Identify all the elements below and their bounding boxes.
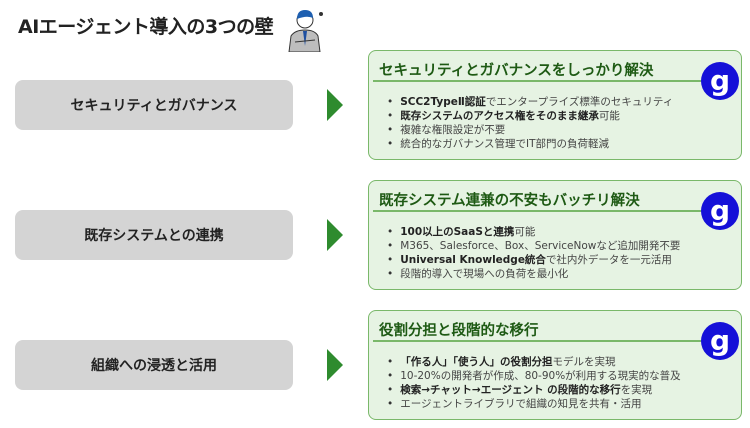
bullet-text: 10-20%の開発者が作成、80-90%が利用する現実的な普及 (400, 370, 681, 382)
bullet-text: エージェントライブラリで組織の知見を共有・活用 (400, 398, 642, 410)
businessman-illustration-icon (288, 10, 323, 52)
page-title: AIエージェント導入の3つの壁 (18, 16, 274, 38)
bullet-item: M365、Salesforce、Box、ServiceNowなど追加開発不要 (387, 239, 680, 253)
solution-bullets: 100以上のSaaSと連携可能M365、Salesforce、Box、Servi… (387, 225, 680, 281)
bullet-text: 複雑な権限設定が不要 (400, 124, 506, 136)
heading-divider (373, 80, 701, 82)
bullet-text: で社内外データを一元活用 (545, 254, 672, 266)
bullet-item: 段階的導入で現場への負荷を最小化 (387, 267, 680, 281)
solution-heading: 既存システム連兼の不安もバッチリ解決 (379, 193, 640, 209)
bullet-text: Universal Knowledge統合 (400, 254, 546, 266)
heading-divider (373, 340, 701, 342)
bullet-text: でエンタープライズ標準のセキュリティ (485, 96, 674, 108)
solution-card: 役割分担と段階的な移行 g 「作る人」「使う人」の役割分担モデルを実現10-20… (368, 310, 742, 420)
challenge-label: 既存システムとの連携 (84, 228, 224, 244)
bullet-item: 統合的なガバナンス管理でIT部門の負荷軽減 (387, 137, 673, 151)
brand-logo-icon: g (701, 62, 739, 100)
bullet-item: エージェントライブラリで組織の知見を共有・活用 (387, 397, 681, 411)
bullet-text: SCC2TypeⅡ認証 (400, 96, 486, 108)
arrow-right-icon (327, 89, 343, 121)
bullet-item: 既存システムのアクセス権をそのまま継承可能 (387, 109, 673, 123)
heading-divider (373, 210, 701, 212)
solution-heading: セキュリティとガバナンスをしっかり解決 (379, 63, 654, 79)
arrow-right-icon (327, 219, 343, 251)
challenge-label: 組織への浸透と活用 (91, 358, 217, 374)
challenge-label: セキュリティとガバナンス (70, 98, 238, 114)
solution-bullets: 「作る人」「使う人」の役割分担モデルを実現10-20%の開発者が作成、80-90… (387, 355, 681, 411)
bullet-item: 複雑な権限設定が不要 (387, 123, 673, 137)
challenge-box: 組織への浸透と活用 (15, 340, 293, 390)
bullet-text: を実現 (620, 384, 653, 396)
challenge-box: セキュリティとガバナンス (15, 80, 293, 130)
bullet-item: 10-20%の開発者が作成、80-90%が利用する現実的な普及 (387, 369, 681, 383)
bullet-text: モデルを実現 (552, 356, 616, 368)
bullet-text: 「作る人」「使う人」の役割分担 (400, 356, 553, 368)
solution-heading: 役割分担と段階的な移行 (379, 323, 539, 339)
bullet-text: 既存システムのアクセス権をそのまま継承 (400, 110, 599, 122)
solution-bullets: SCC2TypeⅡ認証でエンタープライズ標準のセキュリティ既存システムのアクセス… (387, 95, 673, 151)
bullet-text: 段階的導入で現場への負荷を最小化 (400, 268, 569, 280)
bullet-item: 「作る人」「使う人」の役割分担モデルを実現 (387, 355, 681, 369)
bullet-text: 検索→チャット→エージェント の段階的な移行 (400, 384, 621, 396)
brand-logo-icon: g (701, 322, 739, 360)
challenge-box: 既存システムとの連携 (15, 210, 293, 260)
brand-logo-icon: g (701, 192, 739, 230)
bullet-text: 可能 (514, 226, 536, 238)
bullet-item: Universal Knowledge統合で社内外データを一元活用 (387, 253, 680, 267)
bullet-text: 統合的なガバナンス管理でIT部門の負荷軽減 (400, 138, 610, 150)
bullet-text: 可能 (598, 110, 620, 122)
solution-card: セキュリティとガバナンスをしっかり解決 g SCC2TypeⅡ認証でエンタープラ… (368, 50, 742, 160)
bullet-text: 100以上のSaaSと連携 (400, 226, 515, 238)
bullet-item: 検索→チャット→エージェント の段階的な移行を実現 (387, 383, 681, 397)
bullet-item: 100以上のSaaSと連携可能 (387, 225, 680, 239)
bullet-item: SCC2TypeⅡ認証でエンタープライズ標準のセキュリティ (387, 95, 673, 109)
bullet-text: M365、Salesforce、Box、ServiceNowなど追加開発不要 (400, 240, 681, 252)
solution-card: 既存システム連兼の不安もバッチリ解決 g 100以上のSaaSと連携可能M365… (368, 180, 742, 290)
arrow-right-icon (327, 349, 343, 381)
